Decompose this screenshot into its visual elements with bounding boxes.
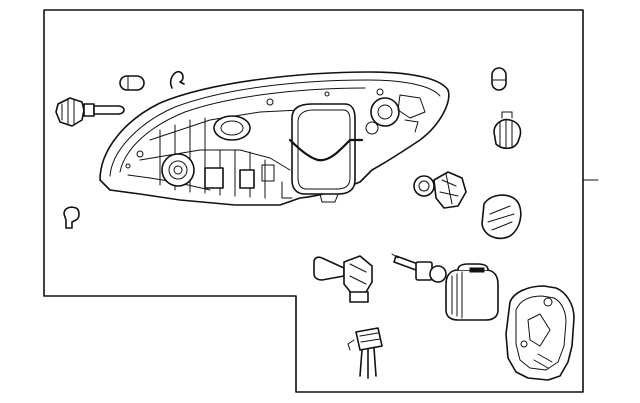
hid-bulb-socket [313,255,373,303]
access-cap [481,194,522,240]
wire-strap [288,138,364,162]
side-marker-bulb [491,67,507,91]
marker-socket [493,111,522,150]
turn-signal-socket [413,171,467,209]
panel-outline [43,9,584,393]
rear-cover [505,285,575,381]
hid-bulb [391,253,447,283]
clip-hook [169,70,185,89]
socket-bulb-left [55,97,125,127]
small-bulb-capsule [119,75,145,91]
wiring-connector [347,327,383,379]
headlamp-assembly [99,71,450,206]
bracket-clip [63,206,80,229]
igniter-ballast [445,263,499,321]
